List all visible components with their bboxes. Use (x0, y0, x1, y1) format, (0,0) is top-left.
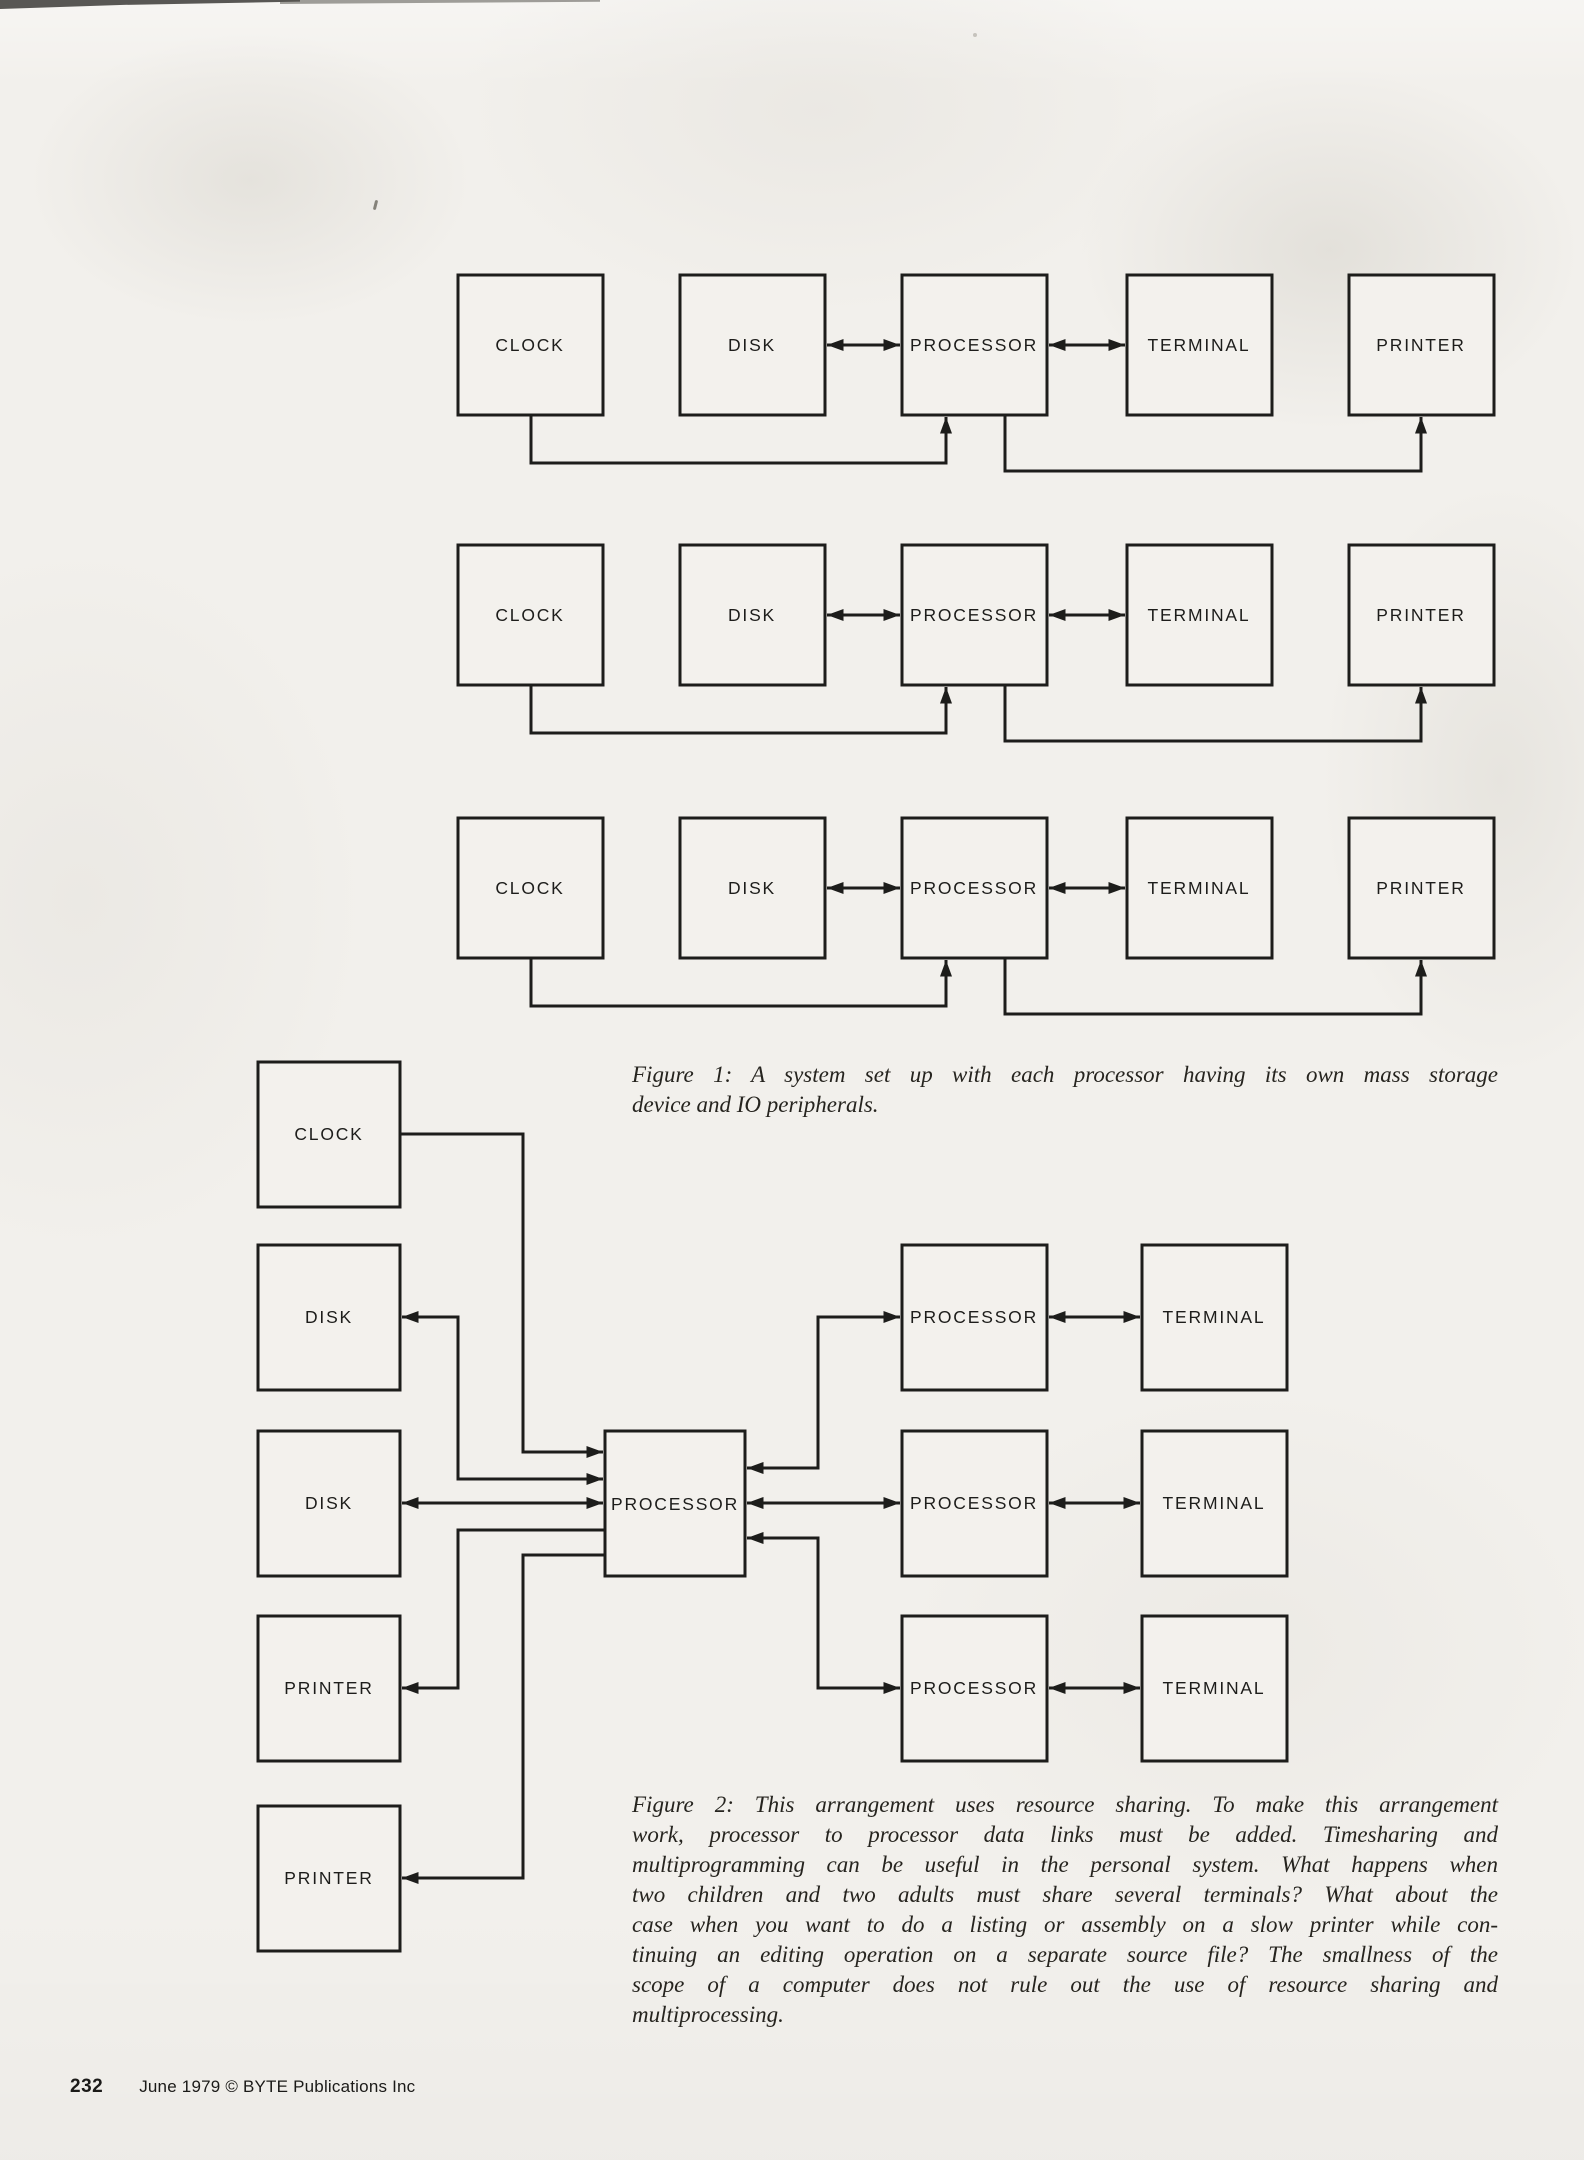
clock-box: CLOCK (456, 816, 605, 960)
terminal-label: TERMINAL (1148, 878, 1251, 898)
caption-line: device and IO peripherals. (632, 1092, 879, 1117)
printer-box-1: PRINTER (256, 1614, 402, 1763)
central-processor-processor3-link (747, 1532, 900, 1694)
disk-box-1: DISK (256, 1243, 402, 1392)
printer-label: PRINTER (1376, 605, 1465, 625)
clock-box: CLOCK (456, 273, 605, 417)
processor-printer-link (1003, 958, 1427, 1016)
caption-line: Figure 1: A system set up with each proc… (632, 1062, 1498, 1087)
processor-printer-link (1003, 415, 1427, 473)
figure2-diagram: CLOCK DISK DISK PRINTER PRINTER PROCE (256, 1060, 1289, 1953)
disk-box-2: DISK (256, 1429, 402, 1578)
disk-label: DISK (728, 605, 776, 625)
caption-line: work, processor to processor data links … (632, 1822, 1498, 1847)
processor-label: PROCESSOR (910, 1678, 1038, 1698)
terminal-box: TERMINAL (1125, 816, 1274, 960)
printer-label: PRINTER (1376, 878, 1465, 898)
processor-label: PROCESSOR (611, 1494, 739, 1514)
printer-label: PRINTER (284, 1868, 373, 1888)
fig1-system-1: CLOCK DISK PROCESSOR TERMINAL PRINTER (456, 273, 1496, 473)
printer-box-2: PRINTER (256, 1804, 402, 1953)
disk-box: DISK (678, 543, 827, 687)
figure1-caption: Figure 1: A system set up with each proc… (632, 1060, 1498, 1120)
page-footer: 232 June 1979 © BYTE Publications Inc (70, 2076, 415, 2098)
central-processor-printer2-link (402, 1553, 605, 1884)
clock-label: CLOCK (294, 1124, 363, 1144)
processor-box-1: PROCESSOR (900, 1243, 1049, 1392)
figure2-caption: Figure 2: This arrangement uses resource… (632, 1790, 1498, 2030)
printer-box: PRINTER (1347, 816, 1496, 960)
terminal-label: TERMINAL (1163, 1493, 1266, 1513)
processor-box-2: PROCESSOR (900, 1429, 1049, 1578)
terminal-label: TERMINAL (1163, 1678, 1266, 1698)
footer-credit: June 1979 © BYTE Publications Inc (139, 2077, 416, 2096)
printer-label: PRINTER (284, 1678, 373, 1698)
clock-box: CLOCK (256, 1060, 402, 1209)
caption-line: two children and two adults must share s… (632, 1882, 1498, 1907)
terminal-box: TERMINAL (1125, 273, 1274, 417)
clock-processor-link (529, 415, 952, 465)
processor-label: PROCESSOR (910, 1307, 1038, 1327)
caption-line: tinuing an editing operation on a separa… (632, 1942, 1498, 1967)
connector-lines (529, 339, 1427, 473)
central-processor-processor1-link (747, 1311, 900, 1474)
terminal-box-3: TERMINAL (1140, 1614, 1289, 1763)
terminal-label: TERMINAL (1148, 335, 1251, 355)
processor-label: PROCESSOR (910, 1493, 1038, 1513)
fig1-system-3: CLOCK DISK PROCESSOR TERMINAL PRINTER (456, 816, 1496, 1016)
central-processor-printer1-link (402, 1528, 605, 1694)
clock-label: CLOCK (495, 335, 564, 355)
fig1-system-2: CLOCK DISK PROCESSOR TERMINAL PRINTER (456, 543, 1496, 743)
disk-label: DISK (305, 1307, 353, 1327)
printer-box: PRINTER (1347, 543, 1496, 687)
printer-label: PRINTER (1376, 335, 1465, 355)
connector-lines (529, 609, 1427, 743)
disk1-central-processor-link (402, 1311, 603, 1485)
caption-line: multiprogramming can be useful in the pe… (632, 1852, 1498, 1877)
processor-box-3: PROCESSOR (900, 1614, 1049, 1763)
clock-central-processor-link (400, 1132, 603, 1458)
scan-speck-artifact (973, 33, 977, 37)
processor-label: PROCESSOR (910, 878, 1038, 898)
clock-label: CLOCK (495, 878, 564, 898)
connector-lines (529, 882, 1427, 1016)
terminal-box-2: TERMINAL (1140, 1429, 1289, 1578)
disk-label: DISK (728, 335, 776, 355)
processor-label: PROCESSOR (910, 605, 1038, 625)
scan-edge-artifact (280, 0, 600, 4)
disk-box: DISK (678, 816, 827, 960)
processor-box: PROCESSOR (900, 543, 1049, 687)
processor-box: PROCESSOR (900, 816, 1049, 960)
printer-box: PRINTER (1347, 273, 1496, 417)
terminal-label: TERMINAL (1163, 1307, 1266, 1327)
disk-label: DISK (305, 1493, 353, 1513)
terminal-box-1: TERMINAL (1140, 1243, 1289, 1392)
figure1-diagram: CLOCK DISK PROCESSOR TERMINAL PRINTER (456, 273, 1496, 1016)
processor-box: PROCESSOR (900, 273, 1049, 417)
terminal-box: TERMINAL (1125, 543, 1274, 687)
page-number: 232 (70, 2076, 104, 2097)
caption-line: multiprocessing. (632, 2002, 784, 2027)
caption-line: scope of a computer does not rule out th… (632, 1972, 1498, 1997)
terminal-label: TERMINAL (1148, 605, 1251, 625)
caption-line: case when you want to do a listing or as… (632, 1912, 1498, 1937)
processor-printer-link (1003, 685, 1427, 743)
processor-label: PROCESSOR (910, 335, 1038, 355)
disk-label: DISK (728, 878, 776, 898)
caption-line: Figure 2: This arrangement uses resource… (632, 1792, 1498, 1817)
clock-box: CLOCK (456, 543, 605, 687)
connector-lines (400, 1132, 1140, 1884)
clock-processor-link (529, 685, 952, 735)
clock-label: CLOCK (495, 605, 564, 625)
disk-box: DISK (678, 273, 827, 417)
central-processor-box: PROCESSOR (603, 1429, 747, 1578)
clock-processor-link (529, 958, 952, 1008)
